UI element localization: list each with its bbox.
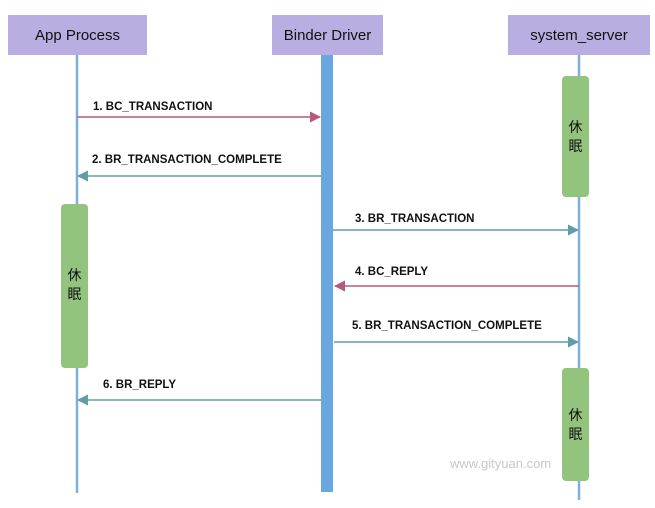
sleep-bar — [61, 204, 88, 368]
message-6: 6. BR_REPLY — [76, 379, 321, 406]
sleep-bar — [562, 368, 589, 481]
participant-box — [508, 15, 650, 55]
participant-label: Binder Driver — [284, 27, 372, 44]
participant-binder-driver: Binder Driver — [272, 15, 383, 55]
sleep-bar — [562, 76, 589, 197]
message-1: 1. BC_TRANSACTION — [77, 101, 322, 123]
message-label: 3. BR_TRANSACTION — [355, 213, 474, 225]
message-4: 4. BC_REPLY — [333, 266, 579, 292]
sleep-char: 眠 — [569, 427, 583, 443]
sleep-bar-system-server-1: 休 眠 — [562, 76, 589, 197]
participant-headers: App Process Binder Driver system_server — [8, 15, 650, 55]
participant-label: App Process — [35, 27, 120, 44]
lifeline-binder-driver-bar — [321, 55, 333, 492]
message-label: 4. BC_REPLY — [355, 266, 428, 278]
message-3: 3. BR_TRANSACTION — [333, 213, 580, 236]
lifelines — [75, 55, 581, 500]
message-label: 6. BR_REPLY — [103, 379, 176, 391]
sleep-bar-app-process: 休 眠 — [61, 204, 88, 368]
participant-box — [272, 15, 383, 55]
sleep-char: 休 — [569, 120, 583, 136]
sleep-bar-system-server-2: 休 眠 — [562, 368, 589, 481]
participant-app-process: App Process — [8, 15, 147, 55]
sleep-char: 眠 — [569, 139, 583, 155]
participant-box — [8, 15, 147, 55]
message-5: 5. BR_TRANSACTION_COMPLETE — [334, 320, 580, 348]
message-label: 1. BC_TRANSACTION — [93, 101, 212, 113]
sleep-bars: 休 眠 休 眠 休 眠 — [61, 76, 589, 481]
participant-label: system_server — [530, 27, 628, 44]
sleep-char: 休 — [68, 268, 82, 284]
message-2: 2. BR_TRANSACTION_COMPLETE — [76, 154, 321, 182]
message-label: 5. BR_TRANSACTION_COMPLETE — [352, 320, 542, 332]
message-label: 2. BR_TRANSACTION_COMPLETE — [92, 154, 282, 166]
sleep-char: 休 — [569, 408, 583, 424]
watermark-text: www.gityuan.com — [449, 456, 551, 471]
participant-system-server: system_server — [508, 15, 650, 55]
messages: 1. BC_TRANSACTION 2. BR_TRANSACTION_COMP… — [76, 101, 580, 406]
sleep-char: 眠 — [68, 287, 82, 303]
